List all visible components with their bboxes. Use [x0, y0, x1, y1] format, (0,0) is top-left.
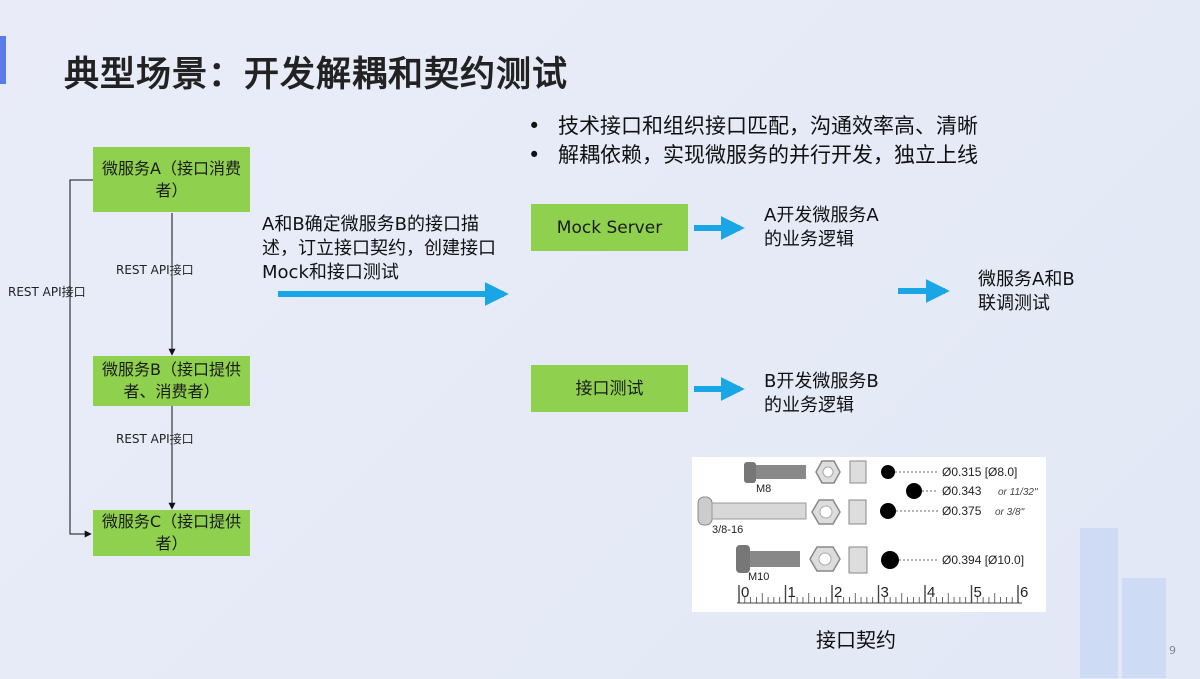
m8-dim-label: Ø0.315 [Ø8.0] — [942, 465, 1017, 479]
ruler-number: 1 — [788, 584, 796, 601]
m10-nut-hole — [818, 552, 832, 566]
rest-api-label-ac: REST API接口 — [8, 285, 86, 299]
bullet-text: 技术接口和组织接口匹配，沟通效率高、清晰 — [558, 114, 978, 138]
m8-bolt-head-icon — [744, 462, 756, 483]
bullet-text: 解耦依赖，实现微服务的并行开发，独立上线 — [558, 143, 978, 167]
service-c-box: 微服务C（接口提供者） — [93, 510, 250, 556]
imperial-size-label: 3/8-16 — [712, 524, 743, 536]
m8-diameter-dot — [881, 465, 895, 479]
ruler-number: 5 — [974, 584, 982, 601]
title-accent-bar — [0, 36, 6, 84]
a-dev-text: A开发微服务A的业务逻辑 — [764, 205, 879, 250]
imperial-bolt-head-icon — [697, 496, 713, 526]
service-c-label: 微服务C（接口提供者） — [101, 512, 242, 553]
service-a-box: 微服务A（接口消费者） — [93, 147, 250, 212]
m10-dim-label: Ø0.394 [Ø10.0] — [942, 553, 1024, 567]
imperial-diameter-dot — [880, 503, 896, 519]
bullet-item: •技术接口和组织接口匹配，沟通效率高、清晰 — [528, 114, 978, 138]
bolt-contract-image: M8 Ø0.315 [Ø8.0] Ø0.343 or 11/32" 3/8-16… — [692, 457, 1046, 612]
mid-diameter-dot — [906, 483, 922, 499]
joint-test-text: 微服务A和B联调测试 — [978, 269, 1075, 314]
m8-nut-hole — [822, 466, 834, 478]
rest-api-label-bc: REST API接口 — [116, 432, 194, 446]
m10-nut-side-icon — [848, 546, 868, 574]
slide-title: 典型场景：开发解耦和契约测试 — [64, 55, 569, 95]
bullet-list: •技术接口和组织接口匹配，沟通效率高、清晰 •解耦依赖，实现微服务的并行开发，独… — [528, 112, 978, 170]
mid-dim-alt-label: or 11/32" — [998, 487, 1038, 498]
contract-caption: 接口契约 — [816, 628, 896, 652]
ruler-number: 4 — [927, 584, 935, 601]
m10-row: M10 Ø0.394 [Ø10.0] — [736, 545, 1024, 583]
ruler: 0 1 2 3 4 5 6 — [737, 584, 1028, 604]
background-building — [1080, 528, 1118, 678]
service-b-label: 微服务B（接口提供者、消费者） — [102, 360, 241, 401]
m10-size-label: M10 — [748, 571, 769, 583]
imperial-dim-alt-label: or 3/8" — [995, 507, 1025, 518]
bolt-illustration: M8 Ø0.315 [Ø8.0] Ø0.343 or 11/32" 3/8-16… — [697, 460, 1038, 604]
b-dev-text: B开发微服务B的业务逻辑 — [764, 371, 879, 416]
ruler-number: 6 — [1020, 584, 1028, 601]
ruler-labels: 0 1 2 3 4 5 6 — [741, 584, 1028, 601]
m10-bolt-head-icon — [736, 545, 750, 573]
mock-server-box: Mock Server — [531, 204, 688, 251]
imperial-dim-label: Ø0.375 — [942, 504, 982, 518]
imperial-row: 3/8-16 Ø0.375 or 3/8" — [697, 496, 1025, 536]
connector-a-c — [69, 179, 93, 538]
ruler-number: 3 — [881, 584, 889, 601]
m8-nut-side-icon — [849, 460, 867, 484]
background-building — [1122, 578, 1166, 678]
rest-api-label-ab: REST API接口 — [116, 263, 194, 277]
imperial-nut-hole — [819, 505, 833, 519]
m8-size-label: M8 — [756, 483, 771, 495]
m8-bolt-shank-icon — [756, 465, 806, 479]
imperial-nut-side-icon — [848, 499, 867, 525]
ruler-number: 0 — [741, 584, 749, 601]
m10-diameter-dot — [881, 551, 899, 569]
ruler-number: 2 — [834, 584, 842, 601]
interface-test-label: 接口测试 — [575, 378, 644, 399]
ruler-ticks — [738, 585, 1019, 603]
page-number: 9 — [1169, 644, 1176, 657]
bullet-item: •解耦依赖，实现微服务的并行开发，独立上线 — [528, 143, 978, 167]
m10-bolt-shank-icon — [750, 551, 800, 567]
m8-row: M8 Ø0.315 [Ø8.0] — [744, 460, 1017, 495]
contract-description: A和B确定微服务B的接口描述，订立接口契约，创建接口Mock和接口测试 — [262, 214, 496, 283]
interface-test-box: 接口测试 — [531, 365, 688, 412]
service-b-box: 微服务B（接口提供者、消费者） — [93, 356, 250, 406]
mid-dim-label: Ø0.343 — [942, 484, 982, 498]
mock-server-label: Mock Server — [556, 217, 663, 238]
service-a-label: 微服务A（接口消费者） — [102, 158, 241, 200]
imperial-bolt-shank-icon — [711, 502, 807, 520]
